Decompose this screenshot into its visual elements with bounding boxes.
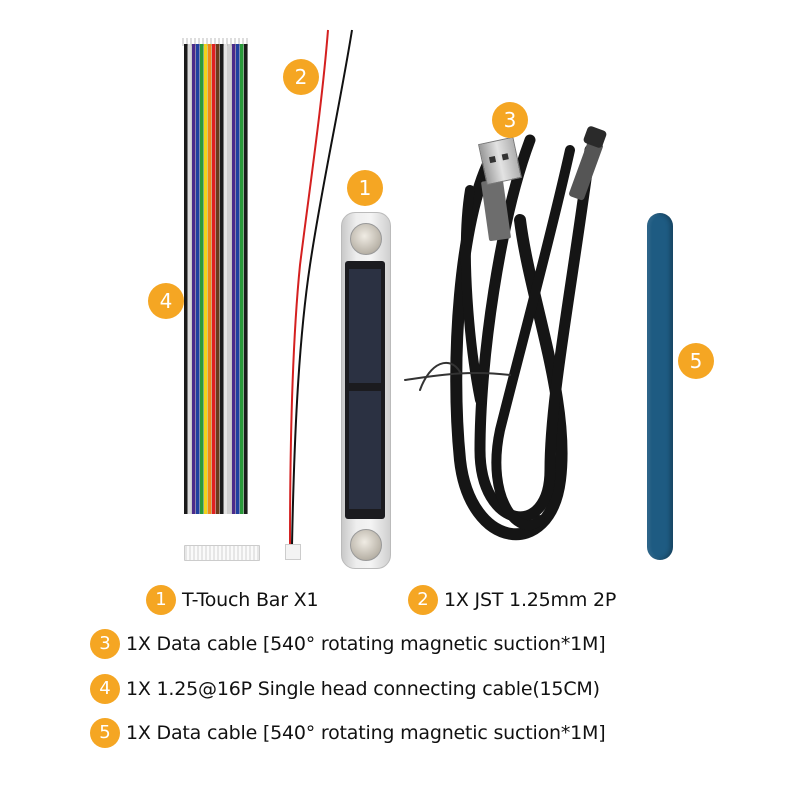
caption-item-5: 5 1X Data cable [540° rotating magnetic … <box>90 715 606 751</box>
caption-badge-2: 2 <box>408 585 438 615</box>
caption-badge-1: 1 <box>146 585 176 615</box>
ribbon-wire <box>200 44 204 514</box>
ribbon-wire <box>192 44 196 514</box>
ribbon-wire <box>188 44 192 514</box>
screen-pane-top <box>349 269 381 383</box>
jst-wires <box>289 29 353 546</box>
ribbon-wire <box>208 44 212 514</box>
magnet-bottom <box>350 529 382 561</box>
ribbon-wire <box>220 44 224 514</box>
badge-3: 3 <box>492 102 528 138</box>
16p-connector <box>184 545 260 561</box>
ribbon-wire <box>212 44 216 514</box>
caption-text-4: 1X 1.25@16P Single head connecting cable… <box>126 678 600 700</box>
package-contents-list: 1 T-Touch Bar X1 2 1X JST 1.25mm 2P 3 1X… <box>0 580 800 800</box>
badge-2: 2 <box>283 59 319 95</box>
ribbon-cable <box>184 44 248 514</box>
ribbon-wire <box>216 44 220 514</box>
caption-text-1: T-Touch Bar X1 <box>182 589 319 611</box>
ribbon-wire <box>240 44 244 514</box>
touch-bar-screen <box>345 261 385 519</box>
ribbon-wire <box>228 44 232 514</box>
ribbon-wire <box>224 44 228 514</box>
screen-pane-bottom <box>349 391 381 509</box>
ribbon-wire <box>244 44 248 514</box>
badge-1: 1 <box>347 170 383 206</box>
ribbon-wire <box>232 44 236 514</box>
caption-text-3: 1X Data cable [540° rotating magnetic su… <box>126 633 606 655</box>
caption-text-5: 1X Data cable [540° rotating magnetic su… <box>126 722 606 744</box>
ribbon-wire <box>196 44 200 514</box>
badge-5: 5 <box>678 343 714 379</box>
caption-item-1: 1 T-Touch Bar X1 <box>146 582 319 618</box>
jst-connector <box>285 544 301 560</box>
product-photo: 4 2 1 3 5 <box>148 29 714 569</box>
caption-badge-4: 4 <box>90 674 120 704</box>
ribbon-wire <box>204 44 208 514</box>
caption-item-4: 4 1X 1.25@16P Single head connecting cab… <box>90 671 600 707</box>
blue-stick <box>647 213 673 560</box>
usb-cable-coil <box>404 126 607 541</box>
touch-bar <box>341 212 391 569</box>
ribbon-wire <box>184 44 188 514</box>
caption-item-3: 3 1X Data cable [540° rotating magnetic … <box>90 626 606 662</box>
ribbon-wire-tips <box>182 38 250 46</box>
magnet-top <box>350 223 382 255</box>
caption-badge-3: 3 <box>90 629 120 659</box>
caption-text-2: 1X JST 1.25mm 2P <box>444 589 617 611</box>
caption-item-2: 2 1X JST 1.25mm 2P <box>408 582 616 618</box>
ribbon-wire <box>236 44 240 514</box>
badge-4: 4 <box>148 283 184 319</box>
caption-badge-5: 5 <box>90 718 120 748</box>
